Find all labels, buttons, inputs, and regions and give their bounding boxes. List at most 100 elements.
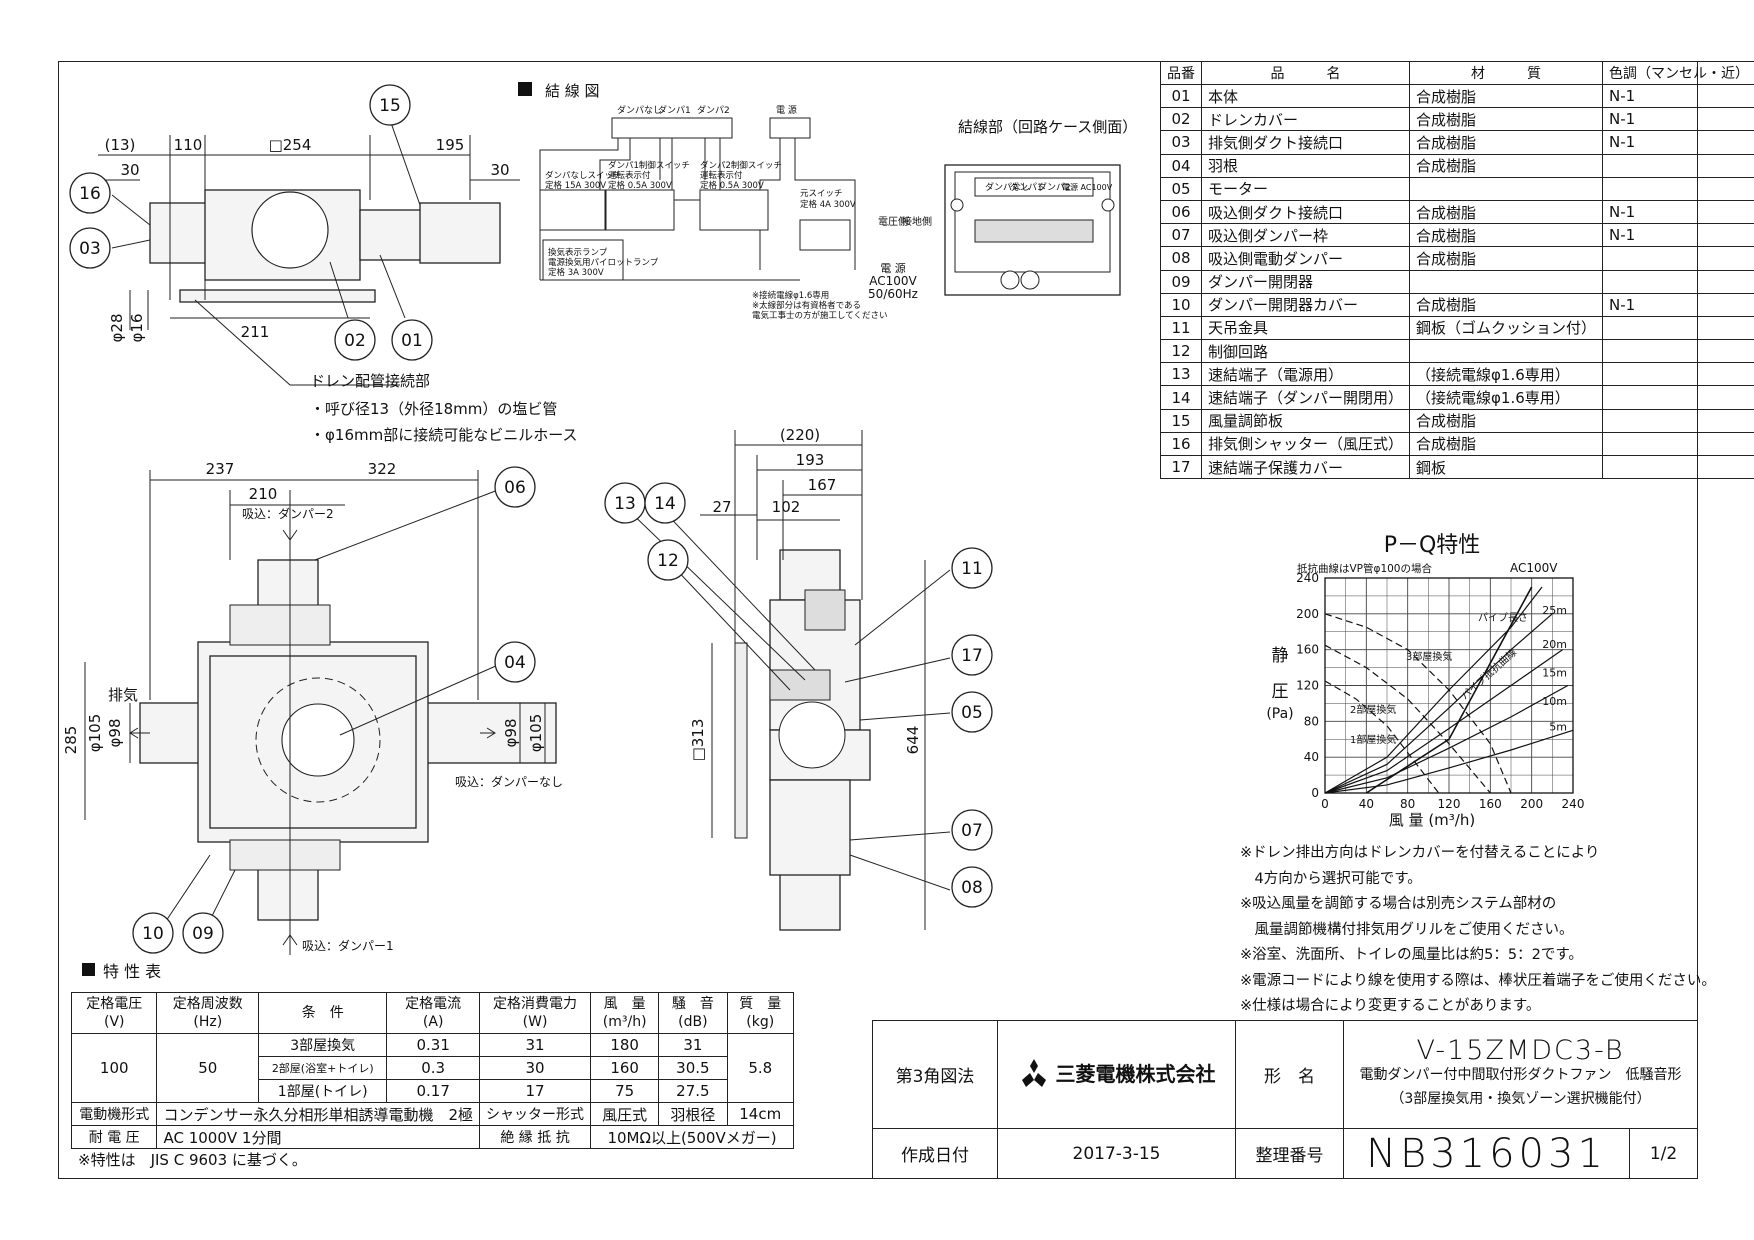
dim-30-right: 30	[490, 161, 509, 179]
model-description-2: （3部屋換気用・換気ゾーン選択機能付）	[1390, 1090, 1651, 1107]
note-line: ※電源コードにより線を使用する際は、棒状圧着端子をご使用ください。	[1240, 972, 1716, 989]
part-name: 天吊金具	[1200, 315, 1411, 341]
series-line-4	[1324, 613, 1553, 794]
part-color	[1602, 315, 1754, 341]
spec-row: 2部屋(浴室+トイレ) 0.3 30 160 30.5	[72, 1056, 794, 1080]
part-name: ダンパー開閉器カバー	[1200, 292, 1411, 317]
svg-text:07: 07	[961, 821, 983, 841]
arrow-intake-none	[480, 727, 496, 739]
balloon-03: 03	[69, 227, 111, 269]
svg-text:12: 12	[657, 551, 679, 571]
model-cell: V-15ZMDC3-B 電動ダンパー付中間取付形ダクトファン 低騒音形 （3部屋…	[1343, 1020, 1698, 1129]
model-description-1: 電動ダンパー付中間取付形ダクトファン 低騒音形	[1359, 1066, 1682, 1083]
svg-text:06: 06	[504, 478, 526, 498]
dim-phi28: φ28	[108, 314, 126, 343]
lamp-name: 換気表示ランプ	[548, 247, 608, 258]
dim-193: 193	[796, 451, 825, 469]
spec-header-airflow: 風 量(m³/h)	[590, 992, 660, 1034]
svg-text:01: 01	[401, 331, 423, 351]
part-name: 制御回路	[1200, 339, 1411, 364]
dim-phi105-right: φ105	[527, 714, 545, 753]
part-color	[1602, 246, 1754, 271]
spec-row: 1部屋(トイレ) 0.17 17 75 27.5	[72, 1079, 794, 1103]
number-label: 整理番号	[1235, 1128, 1344, 1179]
model-label: 形 名	[1235, 1020, 1344, 1129]
switch3-note: 運転表示付	[700, 170, 743, 181]
spec-header-current: 定格電流(A)	[386, 992, 481, 1034]
balloon-07: 07	[951, 809, 993, 851]
withstand-value: AC 1000V 1分間	[156, 1125, 481, 1149]
part-number: 07	[1160, 223, 1202, 248]
note-line: 風量調節機構付排気用グリルをご使用ください。	[1240, 921, 1574, 938]
switch2-name: ダンパ1制御スイッチ	[608, 160, 690, 171]
part-color	[1602, 362, 1754, 387]
document-number: NB316031	[1343, 1128, 1630, 1179]
part-material	[1409, 269, 1604, 294]
x-tick-label: 80	[1400, 797, 1415, 811]
part-material: 合成樹脂	[1409, 431, 1604, 457]
switch3-rating: 定格 0.5A 300V	[700, 180, 764, 191]
balloon-15: 15	[369, 84, 411, 126]
voltage-side-label: 電圧側	[878, 215, 908, 228]
part-material: 合成樹脂	[1409, 153, 1604, 178]
circuit-case-side: 結線部（回路ケース側面） ダンパなし ダンパ1 ダンパ2 電源 AC100V	[944, 118, 1137, 296]
x-tick-label: 200	[1520, 797, 1543, 811]
balloon-04: 04	[494, 641, 536, 683]
spec-airflow: 160	[590, 1056, 660, 1080]
pq-chart: P－Q特性 抵抗曲線はVP管φ100の場合 AC100V 静 圧 (Pa) 風 …	[1266, 533, 1584, 829]
spec-voltage: 100	[70, 1033, 158, 1103]
svg-text:17: 17	[961, 646, 983, 666]
drain-line-2: ・φ16mm部に接続可能なビニルホース	[310, 426, 577, 444]
arrow-intake1	[282, 934, 298, 955]
side-view: (220) 193 167 27 102 □313 644	[689, 426, 926, 931]
part-material: 合成樹脂	[1409, 130, 1604, 155]
svg-text:16: 16	[79, 184, 101, 204]
balloon-16: 16	[69, 172, 111, 214]
spec-condition: 2部屋(浴室+トイレ)	[258, 1056, 388, 1080]
spec-footnote: ※特性は JIS C 9603 に基づく。	[78, 1151, 307, 1169]
drain-line-1: ・呼び径13（外径18mm）の塩ビ管	[310, 400, 557, 418]
part-material: 合成樹脂	[1409, 223, 1604, 248]
y-tick-label: 160	[1296, 643, 1319, 657]
svg-text:02: 02	[344, 331, 366, 351]
spec-current: 0.17	[386, 1079, 481, 1103]
chart-subtitle: 抵抗曲線はVP管φ100の場合	[1297, 562, 1432, 575]
spec-header-noise: 騒 音(dB)	[658, 992, 728, 1034]
title-block: 第3角図法 三菱電機株式会社 形 名 V-15ZMDC3-B 電動ダンパー付中間…	[872, 1020, 1698, 1179]
spec-current: 0.3	[386, 1056, 481, 1080]
curve-label-2room: 2部屋換気	[1350, 703, 1396, 716]
terminal-label-power: 電 源	[776, 105, 797, 116]
part-color: N-1	[1602, 292, 1754, 317]
shutter-label: シャッター形式	[479, 1102, 592, 1126]
dim-211: 211	[241, 323, 270, 341]
plot-frame	[1324, 577, 1574, 794]
part-color	[1602, 339, 1754, 364]
dim-102: 102	[772, 498, 801, 516]
header-no: 品番	[1160, 61, 1202, 85]
power-voltage: AC100V	[869, 274, 917, 288]
dim-30-left: 30	[120, 161, 139, 179]
part-material: 鋼板（ゴムクッション付）	[1409, 315, 1604, 341]
part-number: 06	[1160, 199, 1202, 225]
y-tick-label: 240	[1296, 571, 1319, 585]
svg-text:08: 08	[961, 878, 983, 898]
balloon-10: 10	[132, 912, 174, 954]
y-label-char-2: 圧	[1272, 682, 1289, 702]
svg-text:14: 14	[654, 494, 676, 514]
motor-label: 電動機形式	[70, 1102, 158, 1126]
part-color	[1602, 431, 1754, 457]
blade-value: 14cm	[726, 1102, 794, 1126]
spec-header-weight: 質 量(kg)	[726, 992, 794, 1034]
dim-195: 195	[436, 136, 465, 154]
part-color: N-1	[1602, 83, 1754, 109]
note-line: ※仕様は場合により変更することがあります。	[1240, 998, 1541, 1014]
pipe-length-1: 20m	[1542, 638, 1567, 651]
part-number: 14	[1160, 385, 1202, 410]
spec-condition: 1部屋(トイレ)	[258, 1079, 388, 1103]
